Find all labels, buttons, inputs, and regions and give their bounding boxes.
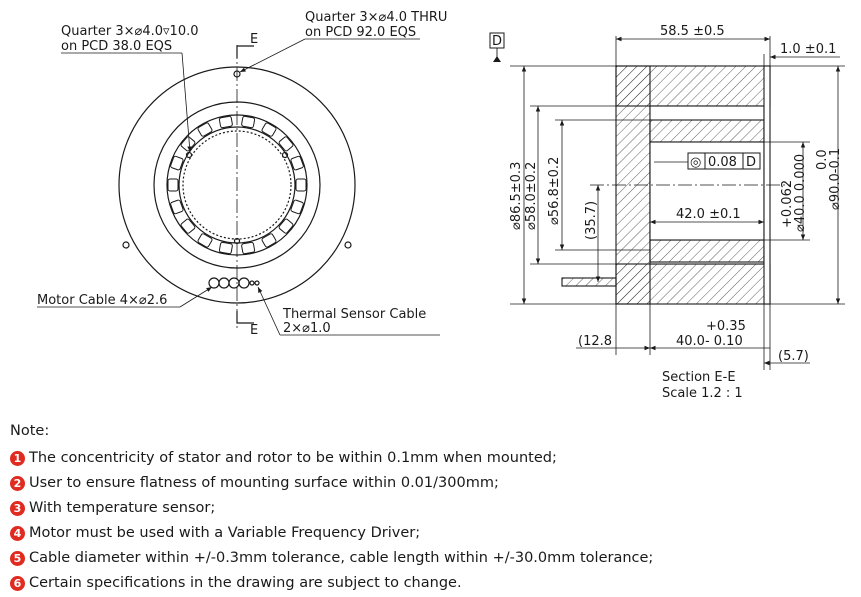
stator-tooth <box>290 199 304 215</box>
cable-stub <box>561 277 617 287</box>
stator-tooth <box>278 218 294 234</box>
stator-tooth <box>241 115 256 129</box>
dim-35: (35.7) <box>584 201 599 240</box>
section-mark-top: E <box>250 32 258 47</box>
stator-tooth <box>180 136 196 152</box>
thru-hole-left <box>122 241 130 249</box>
section-arrow-top <box>236 45 254 58</box>
technical-drawing: Quarter 3×⌀4.0▿10.0 on PCD 38.0 EQS Quar… <box>37 10 845 401</box>
callout-motor-cable: Motor Cable 4×⌀2.6 <box>37 293 167 308</box>
note-number-badge: 3 <box>10 501 25 516</box>
stator-tooth <box>261 233 277 248</box>
thermal-cable-1 <box>249 280 255 286</box>
callout-thermal-cable-line2: 2×⌀1.0 <box>283 321 331 336</box>
note-item: 1 The concentricity of stator and rotor t… <box>10 446 855 471</box>
concentricity-datum: D <box>746 155 756 170</box>
motor-cable-4 <box>238 277 250 289</box>
dim-12-8: (12.8 <box>578 334 612 349</box>
dim-rotor-len: 42.0 ±0.1 <box>676 207 741 222</box>
note-text: Motor must be used with a Variable Frequ… <box>29 525 421 541</box>
stator-tooth <box>170 199 184 215</box>
stator-teeth <box>167 115 307 255</box>
thermal-cable-2 <box>254 280 260 286</box>
note-number-badge: 5 <box>10 551 25 566</box>
concentricity-symbol: ◎ <box>690 155 701 170</box>
dim-od-stator: ⌀86.5±0.3 <box>509 162 524 230</box>
section-arrow-bottom <box>236 311 254 324</box>
caption-title: Section E-E <box>662 370 736 385</box>
stator-tooth <box>180 218 196 234</box>
note-number-badge: 1 <box>10 451 25 466</box>
callout-thru-holes-line1: Quarter 3×⌀4.0 THRU <box>305 10 447 25</box>
stator-tooth <box>167 178 179 192</box>
note-number-badge: 6 <box>10 576 25 591</box>
note-item: 6 Certain specifications in the drawing a… <box>10 571 855 596</box>
datum-label: D <box>492 34 502 49</box>
dim-40-lower: 40.0- 0.10 <box>676 334 743 349</box>
note-text: With temperature sensor; <box>29 500 216 516</box>
dim-id-58: ⌀58.0±0.2 <box>524 162 539 230</box>
dim-bore-upper: +0.062 <box>780 180 795 228</box>
note-text: Certain specifications in the drawing ar… <box>29 575 462 591</box>
note-number-badge: 2 <box>10 476 25 491</box>
note-text: Cable diameter within +/-0.3mm tolerance… <box>29 550 654 566</box>
dim-bore-lower: ⌀40.0 0.000 <box>793 154 808 232</box>
stator-tooth <box>218 115 233 129</box>
callout-thermal-cable-line1: Thermal Sensor Cable <box>282 307 426 322</box>
stator-tooth <box>218 241 233 255</box>
stator-tooth <box>241 241 256 255</box>
rotor-band-bottom <box>649 239 765 263</box>
note-item: 3 With temperature sensor; <box>10 496 855 521</box>
stator-tooth <box>197 122 213 137</box>
note-item: 2 User to ensure flatness of mounting sur… <box>10 471 855 496</box>
callout-thru-holes-line2: on PCD 92.0 EQS <box>305 25 416 40</box>
stator-tooth <box>170 155 184 171</box>
note-text: User to ensure flatness of mounting surf… <box>29 475 499 491</box>
dim-5-7: (5.7) <box>778 349 809 364</box>
note-text: The concentricity of stator and rotor to… <box>29 450 557 466</box>
section-mark-bottom: E <box>250 323 258 338</box>
notes-block: Note: 1 The concentricity of stator and r… <box>10 420 855 596</box>
dim-od-upper: 0.0 <box>815 149 830 170</box>
concentricity-value: 0.08 <box>708 155 737 170</box>
axial-hole-2 <box>281 151 289 159</box>
dim-od-lower: ⌀90.0-0.1 <box>828 148 843 210</box>
stator-tooth <box>197 233 213 248</box>
notes-list: 1 The concentricity of stator and rotor t… <box>10 446 855 596</box>
note-item: 5 Cable diameter within +/-0.3mm toleranc… <box>10 546 855 571</box>
motor-cable-2 <box>218 277 230 289</box>
axial-hole-1 <box>185 151 193 159</box>
stator-tooth <box>295 178 307 192</box>
dim-lip: 1.0 ±0.1 <box>780 42 836 57</box>
dim-40-upper: +0.35 <box>706 319 746 334</box>
motor-cable-3 <box>228 277 240 289</box>
concentricity-frame: ◎ 0.08 D <box>687 152 761 170</box>
caption-scale: Scale 1.2 : 1 <box>662 386 743 401</box>
stator-tooth <box>278 136 294 152</box>
dim-length: 58.5 ±0.5 <box>660 24 725 39</box>
note-number-badge: 4 <box>10 526 25 541</box>
section-view <box>561 65 790 305</box>
front-view <box>118 45 356 330</box>
notes-title: Note: <box>10 423 50 439</box>
dim-id-56: ⌀56.8±0.2 <box>547 157 562 225</box>
callout-axial-holes-line2: on PCD 38.0 EQS <box>61 39 172 54</box>
stator-tooth <box>261 122 277 137</box>
note-item: 4 Motor must be used with a Variable Freq… <box>10 521 855 546</box>
callout-axial-holes-line1: Quarter 3×⌀4.0▿10.0 <box>61 24 199 39</box>
thru-hole-right <box>344 241 352 249</box>
stator-tooth <box>290 155 304 171</box>
motor-cable-1 <box>208 277 220 289</box>
rotor-band-top <box>649 119 765 143</box>
